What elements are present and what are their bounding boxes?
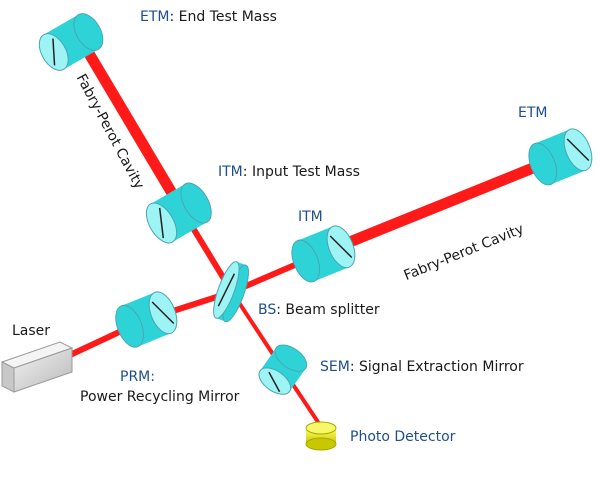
etm-top-label: ETM: End Test Mass	[140, 9, 277, 25]
itm-top-desc: Input Test Mass	[251, 164, 360, 180]
laser-source	[0, 341, 74, 393]
photo-detector-label: Photo Detector	[350, 430, 455, 444]
prm-label: PRM:	[120, 370, 155, 384]
etm-top-abbr: ETM	[140, 9, 170, 25]
prm-abbr: PRM:	[120, 369, 155, 385]
prm-desc: Power Recycling Mirror	[80, 389, 240, 405]
sem-mirror	[258, 344, 308, 395]
laser-label: Laser	[12, 324, 50, 338]
sem-abbr: SEM	[320, 359, 350, 375]
bs-label: BS: Beam splitter	[258, 302, 380, 318]
beam-splitter	[213, 261, 249, 323]
itm-right-mirror	[291, 225, 356, 283]
itm-top-label: ITM: Input Test Mass	[218, 164, 360, 180]
photo-detector-text: Photo Detector	[350, 429, 456, 445]
beam-cavity-right	[322, 149, 568, 258]
itm-top-abbr: ITM	[218, 164, 243, 180]
bs-desc: Beam splitter	[285, 302, 380, 318]
etm-right-abbr: ETM	[518, 105, 548, 121]
itm-right-abbr: ITM	[298, 209, 323, 225]
photo-detector	[305, 421, 337, 451]
sem-label: SEM: Signal Extraction Mirror	[320, 359, 524, 375]
itm-top-mirror	[145, 182, 212, 244]
etm-top-mirror	[38, 13, 104, 71]
beam-cavity-top	[73, 32, 187, 213]
sem-desc: Signal Extraction Mirror	[358, 359, 524, 375]
prm-desc-label: Power Recycling Mirror	[80, 390, 239, 404]
bs-abbr: BS	[258, 302, 277, 318]
prm-mirror	[115, 291, 178, 348]
etm-top-desc: End Test Mass	[178, 9, 277, 25]
laser-text: Laser	[12, 323, 51, 339]
etm-right-label: ETM	[518, 106, 547, 120]
itm-right-label: ITM	[298, 210, 323, 224]
etm-right-mirror	[528, 128, 593, 186]
